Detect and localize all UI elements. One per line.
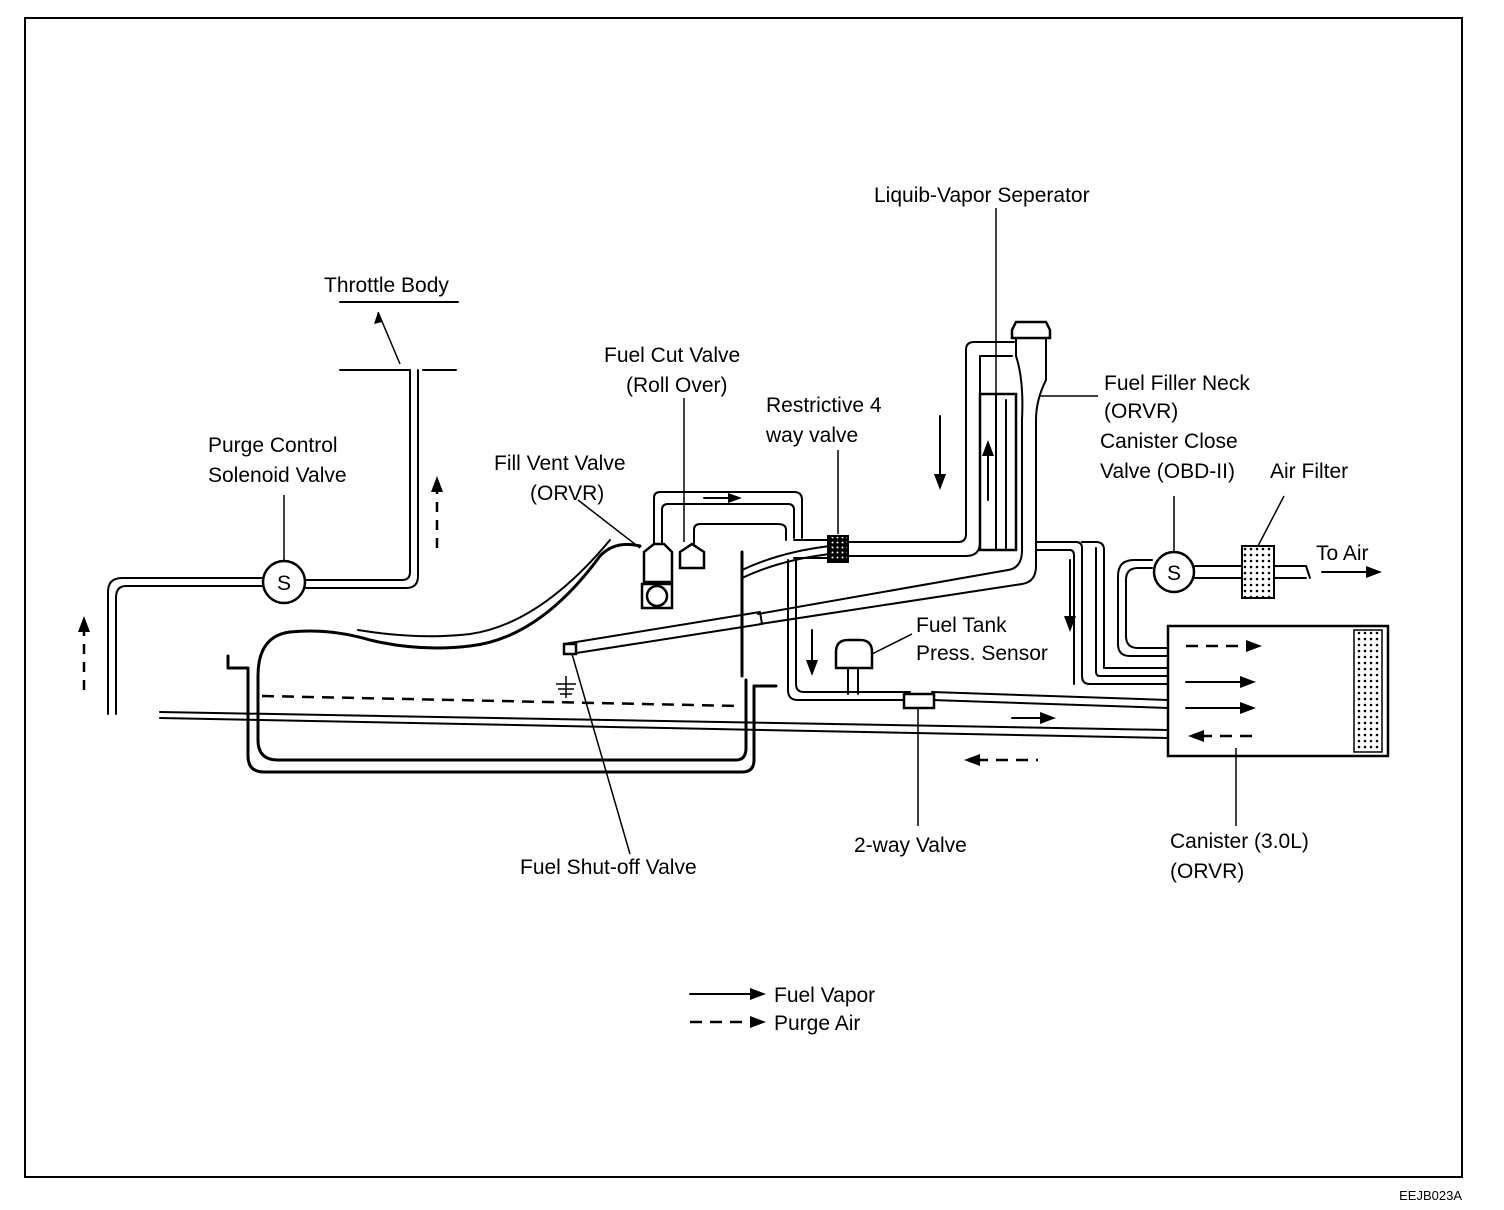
fuel-vapor-arrows [806,415,1256,724]
tank-to-canister-line [787,559,1169,709]
label-canister-line1: Canister (3.0L) [1170,830,1309,853]
purge-control-solenoid-valve [261,495,307,605]
close-valve-symbol: S [1167,562,1181,585]
label-separator: Liquib-Vapor Seperator [874,184,1090,207]
label-filler-neck-line1: Fuel Filler Neck [1104,372,1250,395]
label-restrictive-line1: Restrictive 4 [766,394,882,417]
label-air-filter: Air Filter [1270,460,1348,483]
purge-solenoid-symbol: S [277,572,291,595]
purge-air-arrows [964,640,1262,766]
legend-purge-air: Purge Air [774,1012,860,1035]
fuel-shutoff-valve [562,611,763,855]
fuel-tank-pressure-sensor [834,633,913,695]
two-way-valve [902,692,936,826]
label-fill-vent-line2: (ORVR) [530,482,604,505]
label-fuel-cut-line2: (Roll Over) [626,374,728,397]
label-canister-line2: (ORVR) [1170,860,1244,883]
air-filter [1241,495,1311,599]
purge-air-arrow-up-throttle [431,476,443,548]
label-restrictive-line2: way valve [765,424,858,447]
label-canister-close-line1: Canister Close [1100,430,1238,453]
label-to-air: To Air [1316,542,1369,565]
label-tank-sensor-line1: Fuel Tank [916,614,1007,637]
purge-return-line [159,711,1169,739]
figure-code: EEJB023A [1399,1188,1462,1203]
label-filler-neck-line2: (ORVR) [1104,400,1178,423]
purge-air-arrow-up-left [78,616,90,690]
label-fill-vent-line1: Fill Vent Valve [494,452,626,475]
canister [1166,624,1390,826]
label-tank-sensor-line2: Press. Sensor [916,642,1048,665]
legend-fuel-vapor: Fuel Vapor [774,984,875,1007]
liquid-vapor-separator [978,208,1018,552]
separator-to-canister-line [1035,541,1169,685]
to-air-arrow [1321,566,1382,578]
labels: Throttle Body Purge Control Solenoid Val… [208,184,1462,1203]
label-purge-control-line2: Solenoid Valve [208,464,347,487]
canister-close-valve [1117,496,1243,657]
label-canister-close-line2: Valve (OBD-II) [1100,460,1235,483]
legend: Fuel Vapor Purge Air [689,984,875,1035]
label-fuel-cut-line1: Fuel Cut Valve [604,344,740,367]
fuel-tank [226,539,778,774]
fill-vent-valve [577,499,674,610]
label-shutoff-valve: Fuel Shut-off Valve [520,856,697,879]
label-two-way-valve: 2-way Valve [854,834,967,857]
label-throttle-body: Throttle Body [324,274,449,297]
diagram-frame [24,17,1463,1178]
fuel-filler-neck [757,320,1098,625]
label-purge-control-line1: Purge Control [208,434,338,457]
purge-line [107,369,419,715]
vapor-lines [653,491,831,579]
fuel-cut-valve [678,398,706,570]
throttle-body [339,301,459,371]
